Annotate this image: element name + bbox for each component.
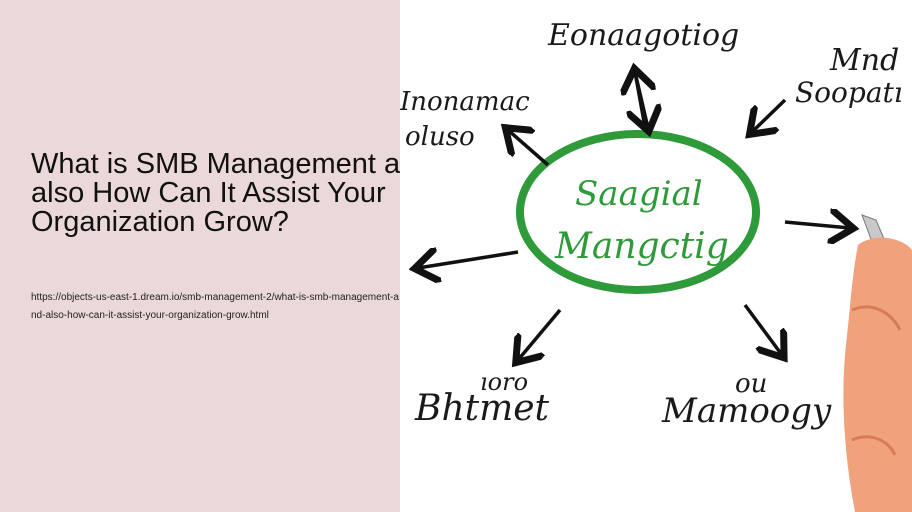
label-left-1: Inonamac [400, 87, 530, 117]
label-bottom-left-2: Bhtmet [414, 388, 550, 429]
center-label-2: Mangctig [554, 226, 729, 267]
hand-with-marker [843, 214, 912, 512]
label-bottom-right-1: ou [735, 369, 767, 399]
center-label-1: Saagial [575, 174, 703, 214]
label-top-right-2: Soopatı [795, 76, 903, 109]
label-left-2: oluso [405, 122, 475, 152]
label-top: Eonaagotiog [547, 18, 739, 53]
page-title: What is SMB Management and also How Can … [31, 148, 400, 238]
mind-map-illustration: Saagial Mangctig Eonaagotiog Mnd Soopatı… [400, 18, 912, 512]
label-top-right-1: Mnd [829, 43, 899, 78]
article-url-link[interactable]: https://objects-us-east-1.dream.io/smb-m… [31, 292, 399, 321]
article-panel: What is SMB Management and also How Can … [0, 0, 400, 512]
hero-image: Saagial Mangctig Eonaagotiog Mnd Soopatı… [400, 0, 912, 512]
arrows [418, 72, 850, 360]
label-bottom-right-2: Mamoogy [661, 391, 832, 431]
label-bottom-left-1: ıoro [480, 368, 528, 396]
